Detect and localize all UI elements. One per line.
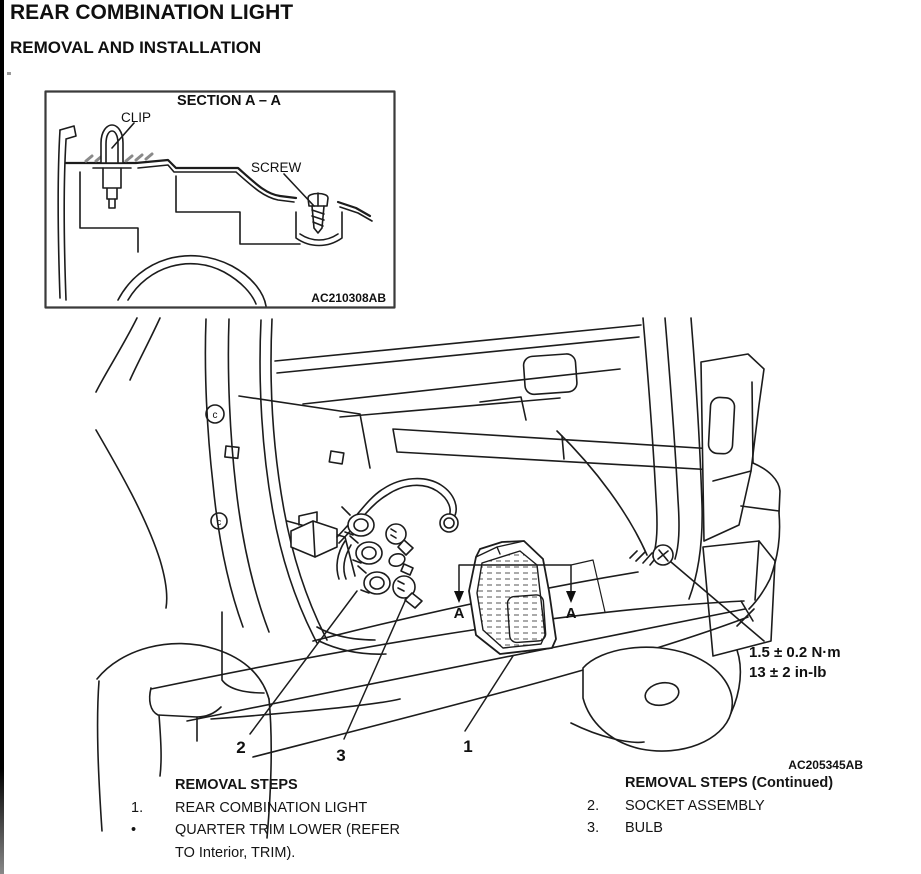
section-cut-indicator (454, 559, 606, 613)
screw-label: SCREW (251, 160, 302, 175)
screw-leader-line (283, 173, 315, 207)
bulbs-drawing (385, 523, 423, 609)
clip-drawing (92, 124, 132, 209)
inset-figure-code: AC210308AB (311, 291, 386, 305)
callout-1-leader (464, 655, 514, 732)
item-marker: 3. (587, 820, 600, 836)
clip-mark: c (213, 410, 218, 421)
torque-value-imperial: 13 ± 2 in-lb (749, 664, 826, 681)
item-text: SOCKET ASSEMBLY (625, 797, 765, 814)
callout-3-leader (343, 598, 407, 740)
removal-steps-list: REMOVAL STEPS 1. REAR COMBINATION LIGHT … (131, 774, 443, 864)
clip-mark: c (217, 517, 222, 527)
section-aa-inset: SECTION A – A CLIP SCREW AC210308AB (44, 90, 396, 309)
section-aa-title: SECTION A – A (177, 93, 281, 109)
clip-label: CLIP (121, 110, 151, 125)
item-marker: 2. (587, 797, 600, 814)
callout-number-3: 3 (336, 746, 345, 765)
page-title: REAR COMBINATION LIGHT (10, 1, 294, 24)
scan-artifact (7, 72, 11, 75)
screw-drawing (295, 192, 343, 247)
list-item: 1. REAR COMBINATION LIGHT (131, 797, 443, 820)
main-figure-code: AC205345AB (788, 758, 863, 772)
removal-steps-heading: REMOVAL STEPS (175, 777, 298, 793)
section-marker-a-left: A (454, 605, 465, 622)
section-marker-a-right: A (566, 605, 577, 622)
list-item: • QUARTER TRIM LOWER (REFER TO Interior,… (131, 819, 443, 864)
callout-2-leader (249, 590, 358, 735)
mounting-screw-drawing: 1.5 ± 0.2 N·m 13 ± 2 in-lb (629, 544, 841, 681)
list-item: 3. BULB (587, 817, 887, 840)
vehicle-rear-drawing: c c (95, 317, 781, 839)
item-marker: • (131, 822, 137, 838)
list-item: 2. SOCKET ASSEMBLY (587, 795, 887, 818)
callouts: 2 3 1 (236, 590, 514, 765)
inset-frame (44, 90, 396, 309)
removal-steps-continued-heading: REMOVAL STEPS (Continued) (625, 775, 834, 791)
rear-combination-light-drawing: A A (454, 540, 606, 655)
item-text: REAR COMBINATION LIGHT (175, 799, 368, 816)
item-text: QUARTER TRIM LOWER (REFER TO Interior, T… (175, 822, 401, 861)
callout-number-2: 2 (236, 738, 245, 757)
page-subtitle: REMOVAL AND INSTALLATION (10, 38, 262, 57)
clip-leader-line (111, 122, 135, 149)
torque-value-metric: 1.5 ± 0.2 N·m (749, 644, 841, 661)
item-text: BULB (625, 820, 663, 836)
removal-steps-continued-list: REMOVAL STEPS (Continued) 2. SOCKET ASSE… (587, 772, 887, 840)
page-left-border (0, 0, 4, 874)
socket-assembly-drawing (290, 477, 459, 595)
callout-number-1: 1 (463, 737, 472, 756)
item-marker: 1. (131, 799, 144, 816)
torque-leader-line (670, 561, 765, 642)
